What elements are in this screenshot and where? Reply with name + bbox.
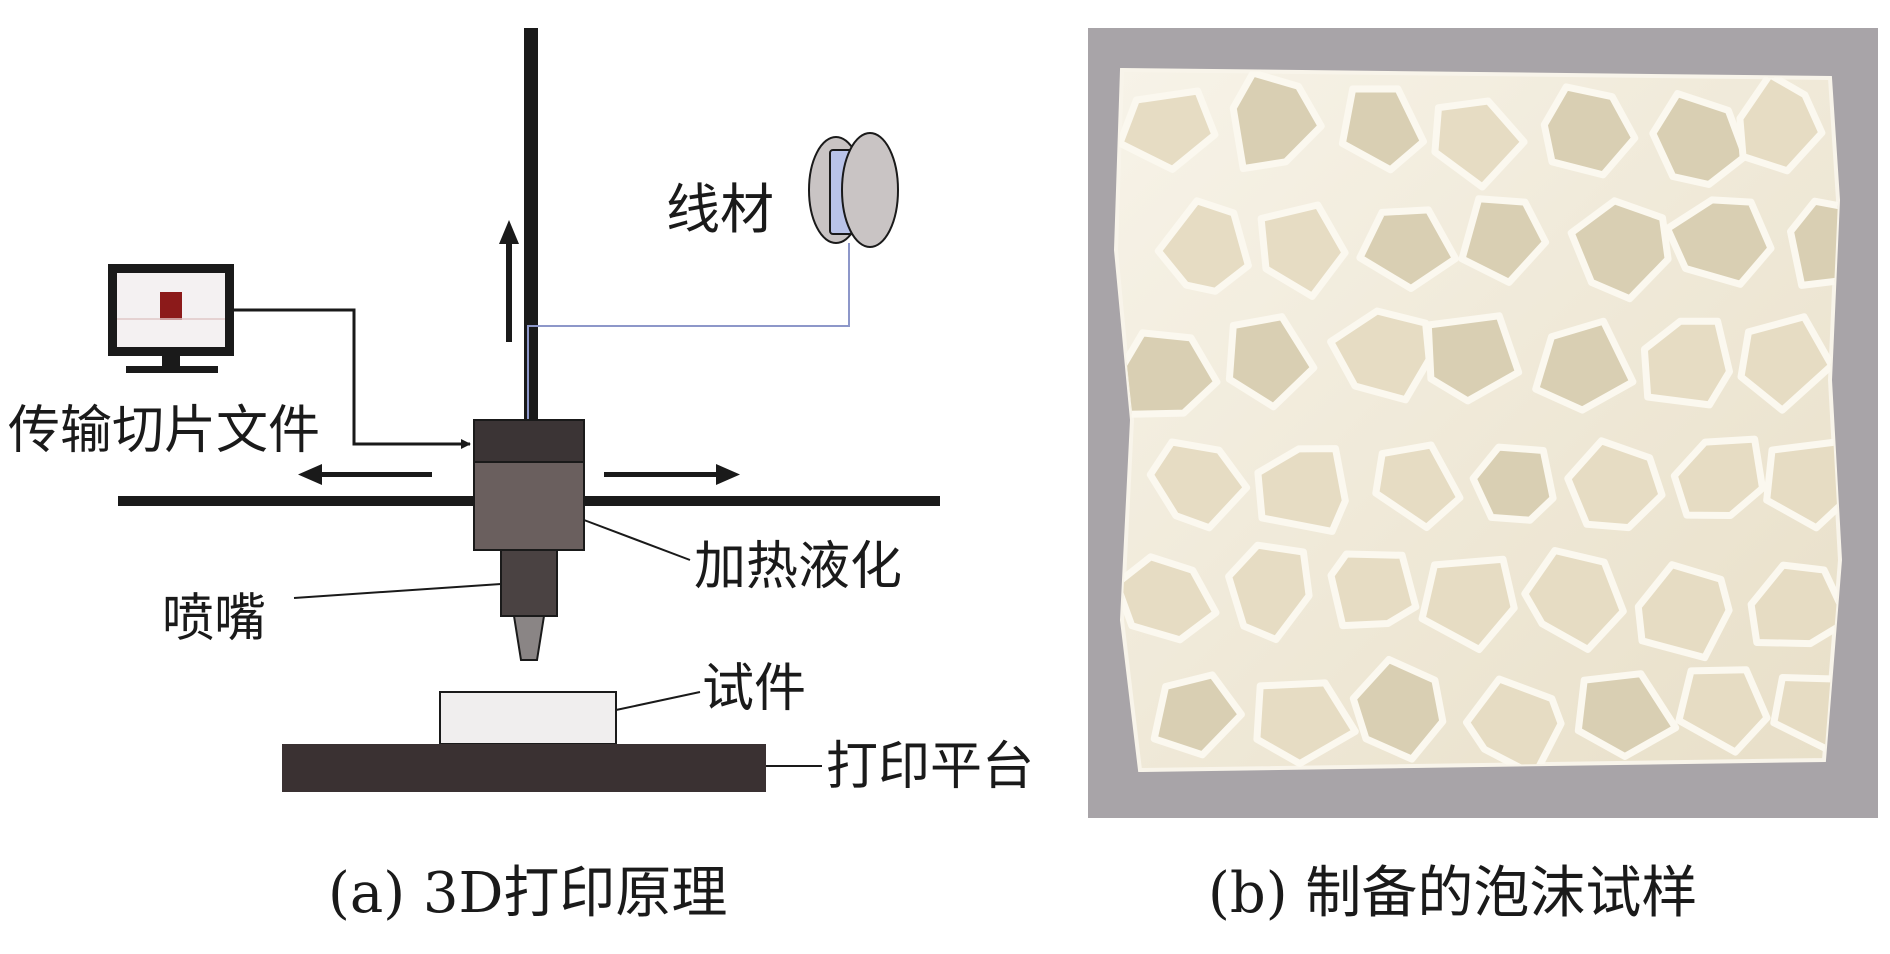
foam-cell [1116,87,1219,173]
print-head [473,419,585,661]
foam-cell [1567,197,1672,303]
nozzle-leader [293,583,502,599]
filament-label: 线材 [666,178,774,241]
transfer-file-label: 传输切片文件 [8,401,320,461]
foam-cell [1257,201,1349,300]
monitor-icon [108,264,234,373]
foam-cell [1418,555,1518,653]
specimen-block [439,691,617,745]
foam-cell [1649,90,1749,188]
foam-cell [1356,206,1459,292]
foam-cell [1521,547,1627,653]
foam-cell [1736,71,1826,175]
foam-cell [1787,197,1840,289]
nozzle-label: 喷嘴 [162,589,266,649]
up-arrow-icon [499,220,519,342]
filament-spool-icon [808,132,899,248]
foam-cell [1670,435,1766,519]
right-arrow-icon [604,464,740,485]
foam-cells [1116,70,1840,770]
foam-cell [1737,313,1836,414]
heating-label: 加热液化 [694,537,902,597]
data-cable [234,308,471,449]
panel-b-caption: (b) 制备的泡沫试样 [1208,861,1697,926]
foam-cell [1532,317,1637,414]
foam-cell [1372,441,1464,531]
foam-cell [1146,438,1251,532]
foam-cell [1349,656,1447,763]
specimen-leader [615,691,701,711]
foam-cell [1664,196,1775,288]
heating-leader [583,519,691,561]
foam-cell [1253,679,1359,768]
foam-cell [1225,541,1313,643]
foam-cell [1574,670,1680,760]
panel-a-caption: (a) 3D打印原理 [328,861,727,926]
foam-cell [1640,317,1733,409]
panel-b-photo: (b) 制备的泡沫试样 [1088,28,1878,926]
foam-cell [1763,436,1840,532]
foam-cell [1424,312,1523,405]
foam-cell [1225,313,1318,411]
filament-line [527,243,850,420]
foam-cell [1327,550,1420,630]
foam-cell [1229,70,1325,173]
foam-cell [1150,671,1245,759]
foam-cell [1469,443,1557,524]
vertical-rail [524,28,538,428]
foam-cell [1634,561,1733,662]
foam-cell [1747,561,1840,648]
foam-cell [1463,675,1565,770]
left-arrow-icon [298,464,432,485]
foam-cell [1540,83,1639,179]
foam-cell [1431,97,1528,191]
specimen-label: 试件 [702,659,806,719]
platform-label: 打印平台 [826,737,1034,797]
foam-cell [1254,445,1349,535]
print-platform [282,744,766,792]
foam-cell [1458,195,1550,286]
foam-cell [1154,197,1252,295]
foam-cell [1675,666,1771,756]
foam-cell [1564,437,1666,532]
foam-cell [1338,85,1427,174]
panel-a-diagram: 线材 传输切片文件 加热液化 喷嘴 试件 打印平台 (a) 3D打印原理 [8,28,1034,926]
